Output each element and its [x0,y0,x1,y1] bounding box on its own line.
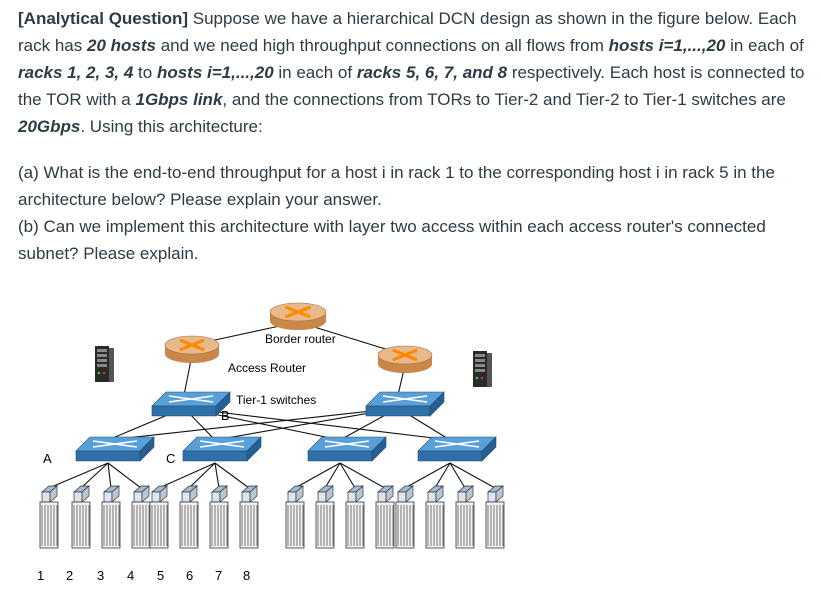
rack-icon [149,485,169,549]
border-router-icon [269,302,327,330]
link-line [404,462,451,489]
node-label-b: B [221,408,230,423]
text-run: , and the connections from TORs to Tier-… [222,90,786,109]
text-run: Suppose we have a hierarchical DCN desig… [18,9,797,55]
link-line [214,462,220,489]
border-router-label: Border router [265,332,336,346]
question-lead: [Analytical Question] [18,9,189,28]
link-line [158,462,216,489]
access-router-label: Access Router [228,361,306,375]
text-run: in each of [725,36,804,55]
bold-run: 1Gbps link [135,90,223,109]
link-line [107,407,399,441]
rack-icon [485,485,505,549]
question-part-a: (a) What is the end-to-end throughput fo… [18,163,775,209]
rack-icon [315,485,335,549]
link-line [339,462,386,489]
link-line [324,462,341,489]
link-line [48,462,109,489]
link-line [183,407,451,441]
rack-icon [179,485,199,549]
rack-icon [375,485,395,549]
rack-icon [345,485,365,549]
rack-number: 8 [243,568,250,583]
link-line [107,462,142,489]
question-paragraph-1: [Analytical Question] Suppose we have a … [18,5,813,140]
link-line [434,462,451,489]
tier2-switch-icon [417,436,497,462]
rack-number: 3 [97,568,104,583]
text-run: in each of [273,63,357,82]
bold-run: hosts i=1,...,20 [156,63,274,82]
rack-icon [285,485,305,549]
text-run: . Using this architecture: [80,117,263,136]
rack-number: 6 [186,568,193,583]
text-run: to [133,63,157,82]
node-label-a: A [43,451,52,466]
rack-number: 2 [66,568,73,583]
link-line [449,462,466,489]
bold-run: hosts i=1,...,20 [608,36,726,55]
bold-run: racks 5, 6, 7, and 8 [356,63,508,82]
rack-icon [209,485,229,549]
bold-run: racks 1, 2, 3, 4 [18,63,134,82]
tier2-switch-icon [75,436,155,462]
tier1-switches-label: Tier-1 switches [236,393,316,407]
tier1-switch-icon [151,391,231,417]
rack-icon [455,485,475,549]
rack-number: 1 [37,568,44,583]
tier2-switch-icon [182,436,262,462]
link-line [188,462,216,489]
rack-icon [425,485,445,549]
server-icon [473,351,492,387]
link-line [294,462,341,489]
tier2-switch-icon [307,436,387,462]
rack-icon [239,485,259,549]
bold-run: 20Gbps [18,117,81,136]
rack-number: 5 [157,568,164,583]
text-run: and we need high throughput connections … [155,36,609,55]
rack-icon [395,485,415,549]
link-line [80,462,109,489]
link-line [107,462,112,489]
server-icon [95,346,114,382]
question-part-b: (b) Can we implement this architecture w… [18,217,766,263]
rack-icon [39,485,59,549]
link-line [449,462,496,489]
tier1-switch-icon [365,391,445,417]
rack-icon [101,485,121,549]
node-label-c: C [166,451,175,466]
link-line [339,462,356,489]
bold-run: 20 hosts [86,36,156,55]
text-run: respectively. Each host is connected to … [18,63,805,109]
rack-number: 4 [127,568,134,583]
link-line [214,462,250,489]
dcn-diagram: Border router Access Router Tier-1 switc… [37,302,505,583]
access-router-icon [164,335,220,363]
rack-number: 7 [215,568,222,583]
rack-icon [71,485,91,549]
rack-icon [131,485,151,549]
access-router-icon [377,345,433,373]
